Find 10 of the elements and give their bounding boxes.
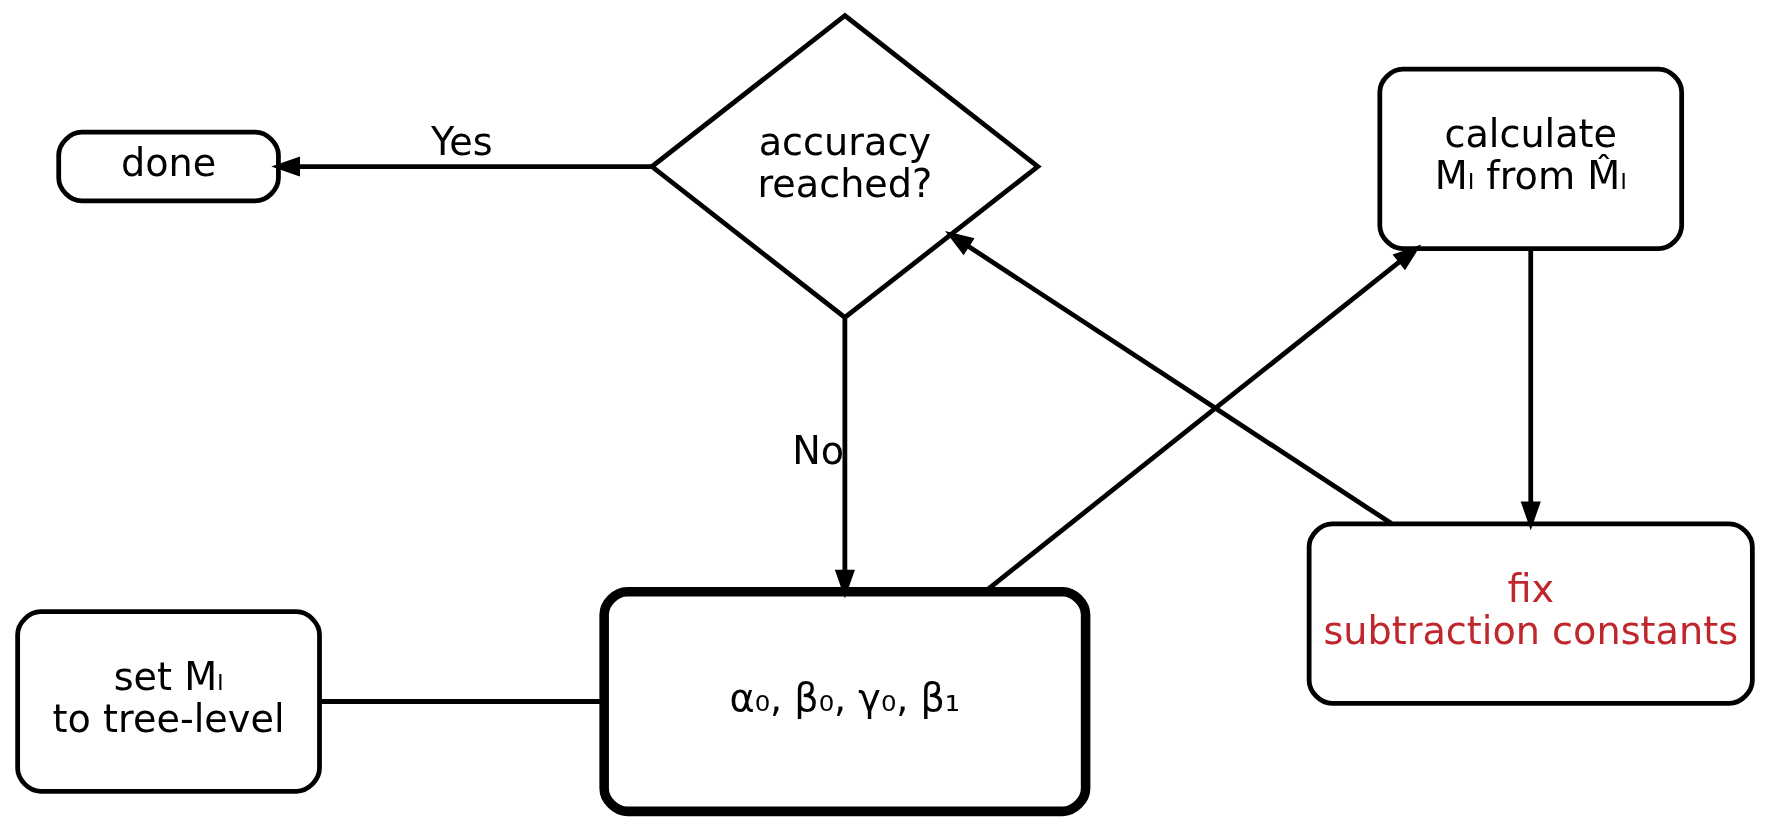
arrow (1520, 249, 1541, 531)
arrow (834, 317, 855, 599)
node-box: fix subtraction constants (1306, 521, 1755, 706)
edge-label: No (791, 429, 844, 474)
node-box: calculate Mₗ from M̂ₗ (1376, 66, 1684, 252)
node-box: α₀, β₀, γ₀, β₁ (598, 586, 1090, 817)
node-box: set Mₗ to tree-level (14, 609, 322, 794)
node-box: done (55, 129, 281, 204)
edge-label: Yes (430, 120, 493, 165)
arrow (270, 156, 652, 177)
